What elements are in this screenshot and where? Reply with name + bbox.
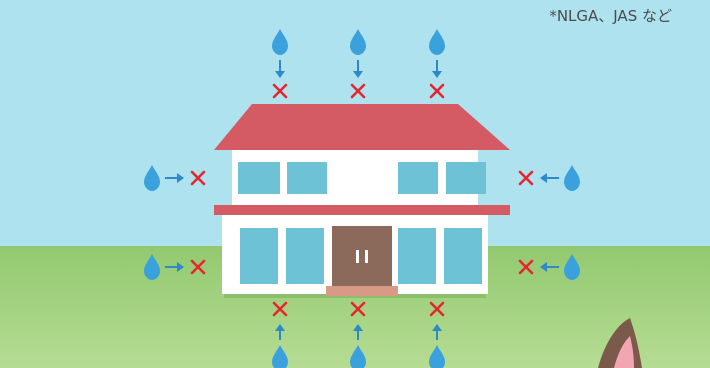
blocked-x-icon <box>431 85 443 97</box>
blocked-x-icon <box>274 85 286 97</box>
water-drop-icon <box>144 165 160 191</box>
window <box>286 228 324 284</box>
roof <box>214 104 510 150</box>
footnote-text: *NLGA、JAS など <box>549 5 672 26</box>
window <box>446 162 486 194</box>
window <box>398 228 436 284</box>
blocked-x-icon <box>192 172 204 184</box>
window <box>240 228 278 284</box>
window <box>444 228 482 284</box>
water-drop-icon <box>564 165 580 191</box>
door-step <box>326 286 398 296</box>
window <box>238 162 280 194</box>
top-water-blocked <box>272 29 445 97</box>
blocked-x-icon <box>352 85 364 97</box>
water-drop-icon <box>429 29 445 55</box>
house-icon <box>214 104 510 298</box>
floor-band <box>214 205 510 215</box>
water-drop-icon <box>272 29 288 55</box>
window <box>287 162 327 194</box>
blocked-x-icon <box>520 172 532 184</box>
door <box>332 226 392 286</box>
water-drop-icon <box>350 29 366 55</box>
window <box>398 162 438 194</box>
